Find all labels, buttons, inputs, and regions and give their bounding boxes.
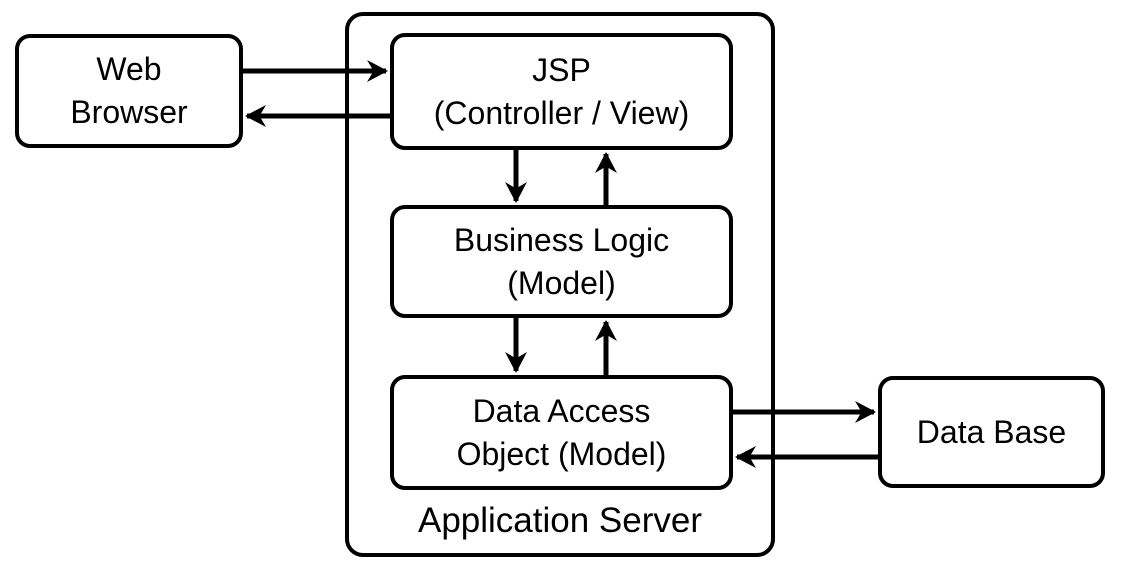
web-browser-label: Web Browser bbox=[70, 51, 188, 130]
database-label: Data Base bbox=[916, 413, 1067, 450]
dao-label: Data Access Object (Model) bbox=[456, 392, 667, 472]
web-browser-node: Web Browser bbox=[15, 34, 243, 148]
data-access-object-node: Data Access Object (Model) bbox=[390, 375, 733, 490]
jsp-controller-view-node: JSP (Controller / View) bbox=[390, 33, 733, 150]
database-node: Data Base bbox=[878, 376, 1105, 488]
jsp-label: JSP (Controller / View) bbox=[433, 51, 690, 131]
business-logic-node: Business Logic (Model) bbox=[390, 205, 733, 318]
business-logic-label: Business Logic (Model) bbox=[453, 221, 670, 301]
app-server-label: Application Server bbox=[417, 501, 703, 540]
